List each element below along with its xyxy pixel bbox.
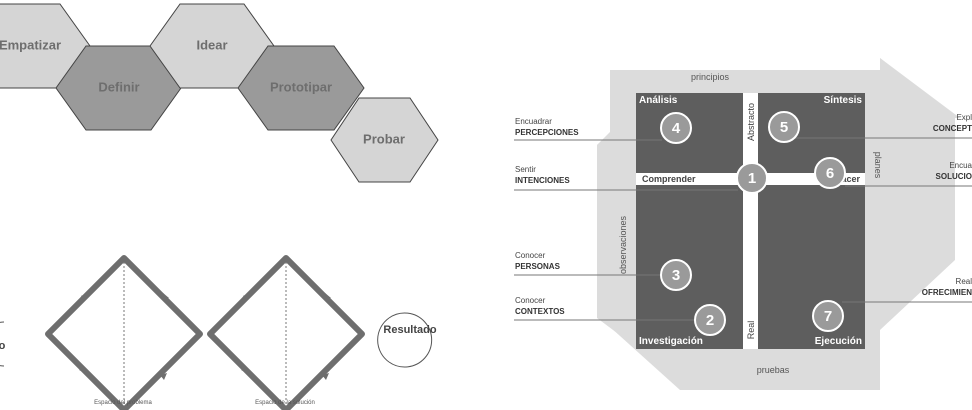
right-item-1-line1: Expl (956, 113, 972, 122)
hex-label-definir: Definir (98, 79, 139, 94)
left-item-4-line1: Conocer (515, 296, 546, 305)
hex-definir: Definir (55, 45, 182, 131)
quadrant-ejecucion (758, 185, 865, 349)
bar-label-comprender: Comprender (642, 174, 696, 184)
right-item-3-line2: OFRECIMIEN (922, 288, 972, 297)
left-item-4-line2: CONTEXTOS (515, 307, 565, 316)
diamond-problem: Descubrir Definir (45, 255, 203, 410)
left-item-1-line1: Encuadrar (515, 117, 552, 126)
number-6: 6 (826, 165, 834, 182)
innovation-matrix: principios pruebas observaciones planes … (514, 58, 972, 390)
design-thinking-hexagons: Empatizar Definir Idear Prototipar Proba… (0, 3, 439, 183)
hex-probar: Probar (330, 97, 439, 183)
top-axis-label: principios (691, 72, 730, 82)
number-2: 2 (706, 312, 714, 329)
right-axis-label: planes (873, 152, 883, 179)
hex-label-probar: Probar (363, 131, 405, 146)
quadrant-label-ejecucion: Ejecución (815, 336, 862, 347)
result-label: Resultado (383, 324, 436, 336)
quadrant-label-investigacion: Investigación (639, 336, 703, 347)
number-circles: 1 2 3 4 5 6 7 (660, 111, 846, 336)
start-circle: o (0, 321, 6, 367)
space-problem-label: Espacio del problema (94, 400, 152, 406)
vbar-label-abstracto: Abstracto (746, 103, 756, 141)
dd-label-dar: Dar (304, 338, 324, 358)
number-1: 1 (748, 170, 756, 187)
dd-label-definir: Definir (139, 315, 169, 345)
bottom-axis-label: pruebas (757, 365, 790, 375)
number-5: 5 (780, 119, 788, 136)
number-4: 4 (672, 120, 681, 137)
start-label: o (0, 340, 6, 352)
left-item-2-line1: Sentir (515, 165, 536, 174)
result-circle: Resultado (377, 312, 437, 368)
double-diamond: o Descubrir Definir Desarrollar Dar (0, 255, 437, 410)
space-solution-label: Espacio de la solución (255, 400, 315, 406)
hex-label-idear: Idear (196, 37, 227, 52)
left-item-3-line2: PERSONAS (515, 262, 561, 271)
number-3: 3 (672, 267, 680, 284)
right-item-2-line2: SOLUCIO (936, 172, 972, 181)
quadrant-label-sintesis: Síntesis (824, 95, 863, 106)
right-item-3-line1: Real (956, 277, 972, 286)
number-7: 7 (824, 308, 832, 325)
bar-label-hacer: Hacer (835, 174, 861, 184)
hex-idear: Idear (149, 3, 275, 89)
connector-lines (514, 137, 972, 321)
vbar-label-real: Real (746, 321, 756, 340)
hex-label-prototipar: Prototipar (270, 79, 332, 94)
right-item-2-line1: Encua (949, 161, 972, 170)
hex-prototipar: Prototipar (237, 45, 365, 131)
dd-label-desarrollar: Desarrollar (230, 316, 275, 361)
diamond-solution: Desarrollar Dar (207, 255, 365, 410)
right-labels: Expl CONCEPT Encua SOLUCIO Real OFRECIMI… (922, 113, 972, 297)
hex-label-empatizar: Empatizar (0, 37, 61, 52)
left-item-3-line1: Conocer (515, 251, 546, 260)
vertical-bar (743, 93, 758, 349)
left-labels: Encuadrar PERCEPCIONES Sentir INTENCIONE… (515, 117, 579, 316)
left-axis-label: observaciones (618, 215, 628, 274)
quadrant-label-analisis: Análisis (639, 95, 678, 106)
right-item-1-line2: CONCEPT (933, 124, 972, 133)
left-item-2-line2: INTENCIONES (515, 176, 570, 185)
left-item-1-line2: PERCEPCIONES (515, 128, 579, 137)
